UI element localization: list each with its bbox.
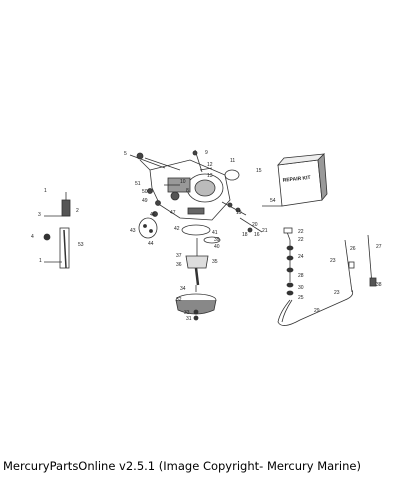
callout-54: 54 xyxy=(270,198,276,204)
callout-37: 37 xyxy=(176,253,182,259)
callout-50: 50 xyxy=(142,189,148,195)
callout-29: 29 xyxy=(314,308,320,314)
callout-53: 53 xyxy=(78,242,84,248)
callout-9: 9 xyxy=(205,150,208,156)
callout-12: 12 xyxy=(207,162,213,168)
callout-38: 38 xyxy=(376,282,382,288)
callout-23b: 23 xyxy=(334,290,340,296)
callout-43: 43 xyxy=(130,228,136,234)
callout-3: 3 xyxy=(38,212,41,218)
callout-2: 2 xyxy=(76,208,79,214)
callout-34: 34 xyxy=(180,286,186,292)
fuel-hose xyxy=(277,289,354,326)
callout-31: 31 xyxy=(186,316,192,322)
callout-16: 16 xyxy=(254,232,260,238)
clip-part xyxy=(61,199,71,217)
throttle-rod xyxy=(367,234,373,286)
callout-1b: 1 xyxy=(39,258,42,264)
callout-19: 19 xyxy=(236,210,242,216)
callout-51: 51 xyxy=(135,181,141,187)
callout-39: 39 xyxy=(214,237,220,243)
kit-box-label: REPAIR KIT xyxy=(282,175,310,184)
parts-diagram: 1 2 3 4 53 1 5 9 12 13 11 15 51 50 49 10… xyxy=(31,149,382,326)
callout-36: 36 xyxy=(176,262,182,268)
callout-44: 44 xyxy=(148,241,154,247)
callout-22: 22 xyxy=(298,229,304,235)
screw-part xyxy=(43,233,51,241)
callout-22b: 22 xyxy=(298,237,304,243)
callout-33: 33 xyxy=(184,310,190,316)
callout-26: 26 xyxy=(350,246,356,252)
carburetor-body xyxy=(139,157,231,221)
o-ring xyxy=(181,224,211,236)
gasket-plate xyxy=(138,217,158,239)
callout-20: 20 xyxy=(252,222,258,228)
callout-35: 35 xyxy=(212,259,218,265)
callout-40: 40 xyxy=(214,244,220,250)
callout-5: 5 xyxy=(124,151,127,157)
callout-49: 49 xyxy=(142,198,148,204)
callout-labels: 1 2 3 4 53 1 5 9 12 13 11 15 51 50 49 10… xyxy=(31,150,382,322)
callout-13: 13 xyxy=(207,173,213,179)
callout-24: 24 xyxy=(298,254,304,260)
callout-1: 1 xyxy=(44,188,47,194)
callout-8: 8 xyxy=(186,188,189,194)
choke-rod xyxy=(344,239,353,293)
callout-18: 18 xyxy=(242,232,248,238)
callout-46: 46 xyxy=(150,212,156,218)
repair-kit-box xyxy=(262,153,328,207)
callout-23: 23 xyxy=(330,258,336,264)
float xyxy=(185,255,209,269)
callout-21: 21 xyxy=(262,228,268,234)
callout-15: 15 xyxy=(256,168,262,174)
callout-32: 32 xyxy=(176,297,182,303)
cap-disc xyxy=(224,169,240,181)
footer-caption: MercuryPartsOnline v2.5.1 (Image Copyrig… xyxy=(3,459,361,473)
callout-25: 25 xyxy=(298,295,304,301)
callout-27: 27 xyxy=(376,244,382,250)
callout-28: 28 xyxy=(298,273,304,279)
callout-47: 47 xyxy=(170,210,176,216)
callout-4: 4 xyxy=(31,234,34,240)
callout-41: 41 xyxy=(212,230,218,236)
callout-11: 11 xyxy=(230,158,235,164)
callout-30: 30 xyxy=(298,285,304,291)
callout-10: 10 xyxy=(180,179,186,185)
callout-42: 42 xyxy=(174,226,180,232)
